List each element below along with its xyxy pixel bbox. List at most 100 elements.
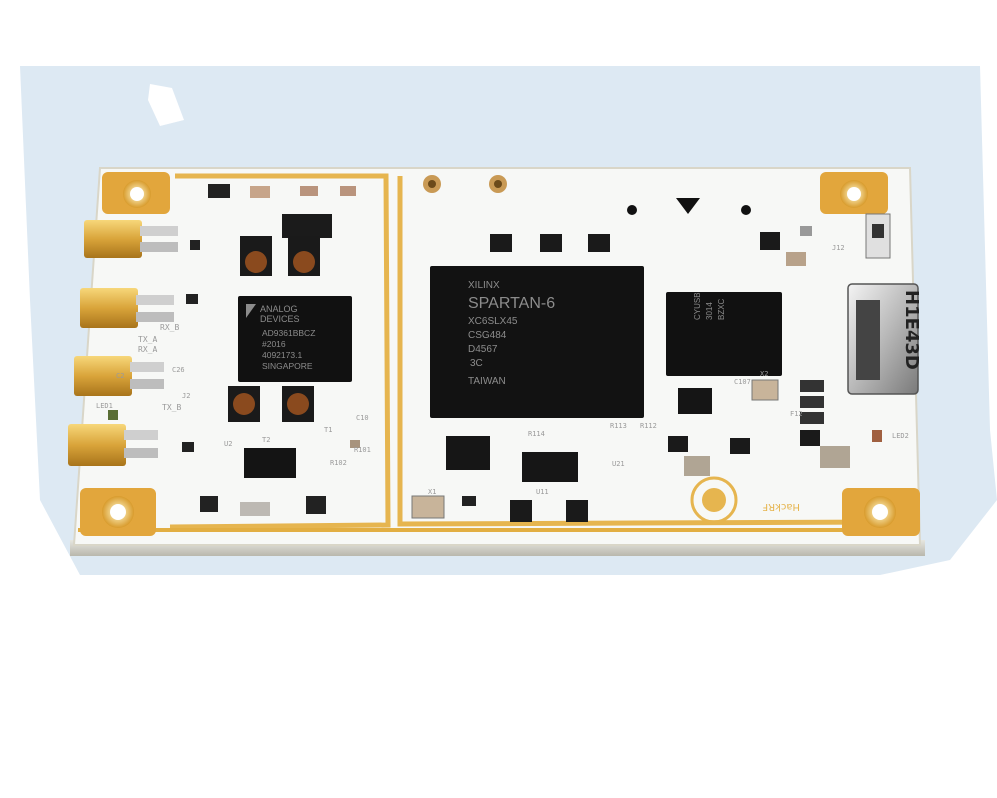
- smd-ic: [490, 234, 512, 252]
- smd-ic: [540, 234, 562, 252]
- usb-connector: H1E43D: [847, 283, 922, 395]
- gold-trace-right-frame: [397, 176, 901, 527]
- port-label-rx-a: RX_A: [138, 345, 157, 354]
- silk-r101: R101: [354, 446, 371, 454]
- regulator-chip: [282, 214, 332, 238]
- silk-x1: X1: [428, 488, 436, 496]
- smd-part: [306, 496, 326, 514]
- rf-connector-4: [68, 424, 158, 466]
- silk-r114: R114: [528, 430, 545, 438]
- smd-ic: [510, 500, 532, 522]
- ferrite: [800, 380, 824, 392]
- smd-part: [190, 240, 200, 250]
- fpga-family: SPARTAN-6: [468, 295, 555, 312]
- smd-part: [182, 442, 194, 452]
- inductor-coil: [245, 251, 267, 273]
- fpga-grade: 3C: [470, 358, 483, 369]
- rf-chip-brand-2: DEVICES: [260, 314, 300, 324]
- flash-chip: [678, 388, 712, 414]
- regulator-chip: [244, 448, 296, 478]
- smd-ic: [668, 436, 688, 452]
- via-hole: [741, 205, 751, 215]
- rf-connector-3: [74, 356, 164, 396]
- rf-connector-2: [80, 288, 174, 328]
- clock-gen-chip: [446, 436, 490, 470]
- silk-x2: X2: [760, 370, 768, 378]
- led-1: [108, 410, 118, 420]
- rf-connector-1: [84, 220, 178, 258]
- smd-part: [786, 252, 806, 266]
- rf-chip-lot: 4092173.1: [262, 350, 302, 360]
- silk-j12: J12: [832, 244, 845, 252]
- smd-part: [350, 440, 360, 448]
- mounting-hole-bottom-right: [842, 488, 920, 536]
- usb-chip-line2: 3014: [705, 302, 714, 320]
- usb-controller-chip: CYUSB 3014 BZXC: [666, 292, 782, 376]
- smd-ic: [566, 500, 588, 522]
- silk-led2: LED2: [892, 432, 909, 440]
- silk-c26: C26: [172, 366, 185, 374]
- smd-part: [200, 496, 218, 512]
- smd-part: [250, 186, 270, 198]
- inductor-coil: [293, 251, 315, 273]
- silk-r102: R102: [330, 459, 347, 467]
- smd-part: [300, 186, 318, 196]
- smd-ic: [730, 438, 750, 454]
- backdrop-cutout: [148, 84, 184, 126]
- silk-t1: T1: [324, 426, 332, 434]
- antenna-pad-center: [494, 180, 502, 188]
- silk-j2: J2: [182, 392, 190, 400]
- fpga-origin: TAIWAN: [468, 376, 506, 387]
- smd-ic: [588, 234, 610, 252]
- led-2: [872, 430, 882, 442]
- fpga-brand: XILINX: [468, 280, 500, 291]
- switch-button-knob: [872, 224, 884, 238]
- mounting-hole-top-right: [820, 172, 888, 214]
- port-label-tx-b: TX_B: [162, 403, 181, 412]
- inductor-coil: [233, 393, 255, 415]
- fpga-code1: CSG484: [468, 330, 507, 341]
- silk-led1: LED1: [96, 402, 113, 410]
- rf-chip-date: #2016: [262, 339, 286, 349]
- silk-t2: T2: [262, 436, 270, 444]
- gold-trace-left-frame: [169, 173, 391, 530]
- port-label-tx-a: TX_A: [138, 335, 157, 344]
- smd-part: [684, 456, 710, 476]
- usb-chip-line1: CYUSB: [693, 292, 702, 320]
- mounting-hole-top-left: [102, 172, 170, 214]
- silk-u11: U11: [536, 488, 549, 496]
- rf-chip-brand-1: ANALOG: [260, 304, 298, 314]
- via-hole: [627, 205, 637, 215]
- silk-u2: U2: [224, 440, 232, 448]
- rf-transceiver-chip: ANALOG DEVICES AD9361BBCZ #2016 4092173.…: [238, 296, 352, 382]
- fpga-part: XC6SLX45: [468, 316, 518, 327]
- silk-r112: R112: [640, 422, 657, 430]
- rf-chip-part: AD9361BBCZ: [262, 328, 315, 338]
- smd-part: [208, 184, 230, 198]
- silk-c2: C2: [116, 372, 124, 380]
- fpga-chip: XILINX SPARTAN-6 XC6SLX45 CSG484 D4567 3…: [430, 266, 644, 418]
- smd-ic: [800, 430, 820, 446]
- smd-part: [820, 446, 850, 468]
- mounting-hole-bottom-left: [80, 488, 156, 536]
- ferrite: [800, 396, 824, 408]
- ferrite: [800, 412, 824, 424]
- smd-part: [800, 226, 812, 236]
- crystal-x2: [751, 379, 779, 401]
- smd-part: [240, 502, 270, 516]
- rf-chip-origin: SINGAPORE: [262, 361, 313, 371]
- silk-c107: C107: [734, 378, 751, 386]
- inductor-coil: [287, 393, 309, 415]
- silk-u21: U21: [612, 460, 625, 468]
- usb-chip-line3: BZXC: [717, 298, 726, 320]
- warning-triangle-icon: [676, 198, 700, 214]
- smd-ic: [760, 232, 780, 250]
- silk-r113: R113: [610, 422, 627, 430]
- silk-c10: C10: [356, 414, 369, 422]
- smd-part: [340, 186, 356, 196]
- board-logo: HackRF: [690, 476, 800, 524]
- silk-f12: F12: [790, 410, 803, 418]
- smd-part: [186, 294, 198, 304]
- opamp-chip: [522, 452, 578, 482]
